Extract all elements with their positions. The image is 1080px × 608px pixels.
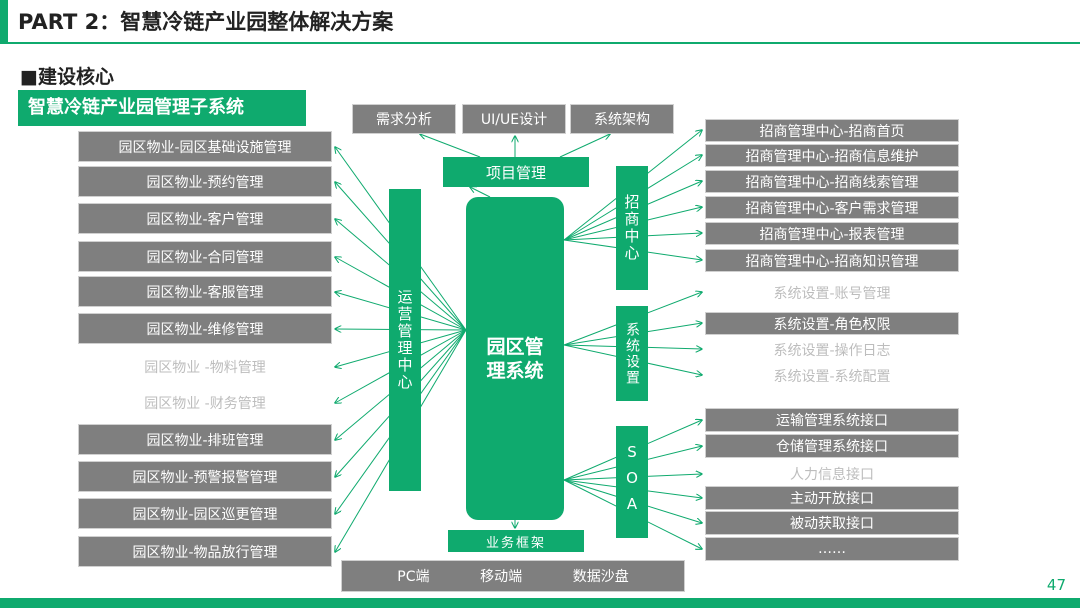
settings-item: 系统设置-操作日志 xyxy=(773,342,891,359)
operations-item: 园区物业-客服管理 xyxy=(78,276,332,307)
investment-item: 招商管理中心-招商线索管理 xyxy=(705,170,959,193)
core-label-line1: 园区管 xyxy=(486,335,544,358)
soa-item: 主动开放接口 xyxy=(705,486,959,510)
soa-item: 仓储管理系统接口 xyxy=(705,434,959,458)
settings-item: 系统设置-角色权限 xyxy=(705,312,959,335)
soa-item: 运输管理系统接口 xyxy=(705,408,959,432)
operations-item: 园区物业-预警报警管理 xyxy=(78,461,332,492)
operations-item: 园区物业-预约管理 xyxy=(78,166,332,197)
settings-item: 系统设置-账号管理 xyxy=(773,285,891,302)
platform-mobile: 移动端 xyxy=(480,569,523,585)
investment-item: 招商管理中心-招商信息维护 xyxy=(705,144,959,167)
settings-center-bar: 系统设置 xyxy=(616,306,648,401)
settings-item: 系统设置-系统配置 xyxy=(773,368,891,385)
title-accent-stripe xyxy=(0,0,8,44)
soa-item: …… xyxy=(705,537,959,561)
project-management-box: 项目管理 xyxy=(443,157,589,187)
operations-item: 园区物业 -财务管理 xyxy=(144,395,266,412)
connector-arrow xyxy=(420,134,481,158)
investment-item: 招商管理中心-客户需求管理 xyxy=(705,196,959,219)
top-item-architecture: 系统架构 xyxy=(570,104,674,134)
business-framework-box: 业务框架 xyxy=(448,530,584,552)
connector-arrow xyxy=(559,134,610,158)
operations-center-bar: 运营管理中心 xyxy=(389,189,421,491)
soa-item: 被动获取接口 xyxy=(705,511,959,535)
title-bar xyxy=(0,0,1080,44)
investment-item: 招商管理中心-招商首页 xyxy=(705,119,959,142)
operations-item: 园区物业-园区巡更管理 xyxy=(78,498,332,529)
soa-center-bar: SOA xyxy=(616,426,648,538)
operations-item: 园区物业 -物料管理 xyxy=(144,359,266,376)
operations-item: 园区物业-物品放行管理 xyxy=(78,536,332,567)
platform-pc: PC端 xyxy=(397,569,430,585)
top-item-ui-design: UI/UE设计 xyxy=(462,104,566,134)
investment-item: 招商管理中心-招商知识管理 xyxy=(705,249,959,272)
page-title: PART 2：智慧冷链产业园整体解决方案 xyxy=(18,10,394,34)
section-heading: ■建设核心 xyxy=(20,66,114,88)
core-label-line2: 理系统 xyxy=(486,359,544,382)
investment-center-bar: 招商中心 xyxy=(616,166,648,290)
platform-data-sandbox: 数据沙盘 xyxy=(572,569,629,585)
footer-bar xyxy=(0,598,1080,608)
soa-item: 人力信息接口 xyxy=(790,467,874,483)
top-item-requirements: 需求分析 xyxy=(352,104,456,134)
operations-item: 园区物业-合同管理 xyxy=(78,241,332,272)
operations-item: 园区物业-园区基础设施管理 xyxy=(78,131,332,162)
subsystem-label: 智慧冷链产业园管理子系统 xyxy=(18,90,306,126)
investment-item: 招商管理中心-报表管理 xyxy=(705,222,959,245)
operations-item: 园区物业-排班管理 xyxy=(78,424,332,455)
connector-arrow xyxy=(470,187,491,198)
bottom-platforms-bar: PC端 移动端 数据沙盘 xyxy=(341,560,685,592)
core-system-box: 园区管 理系统 xyxy=(466,197,564,520)
operations-item: 园区物业-维修管理 xyxy=(78,313,332,344)
page-number: 47 xyxy=(1046,576,1066,594)
operations-item: 园区物业-客户管理 xyxy=(78,203,332,234)
